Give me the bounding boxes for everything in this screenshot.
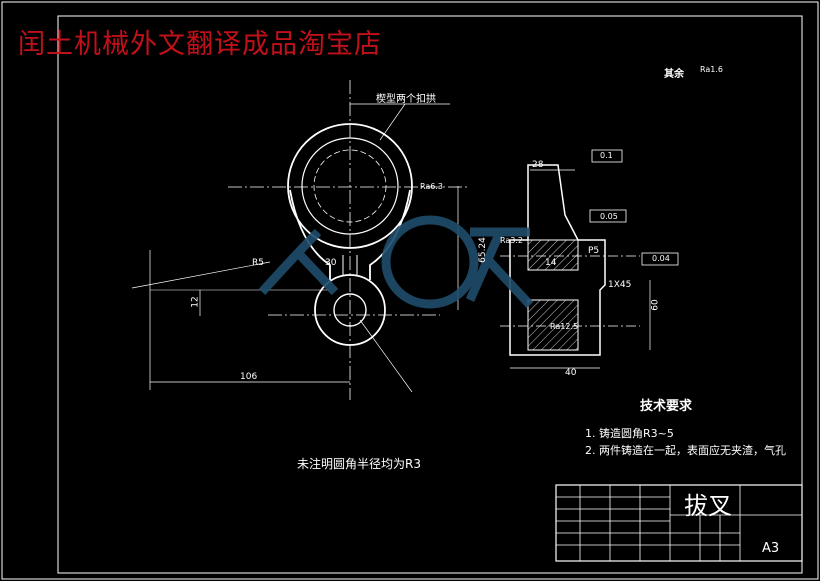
dim-14: 14	[545, 258, 557, 268]
roughness-mark-3: Ra12.5	[550, 322, 579, 331]
dim-106: 106	[240, 372, 258, 382]
tech-requirements-title: 技术要求	[640, 399, 693, 414]
part-name: 拔叉	[684, 492, 732, 520]
roughness-mark-1: Ra6.3	[420, 182, 444, 191]
hub-outer-circle	[314, 274, 386, 346]
drawing-frame	[57, 15, 803, 574]
logo-stroke-3	[465, 227, 534, 309]
tolerance-frame-3	[641, 252, 679, 266]
title-block	[555, 484, 803, 562]
fork-bore-circle	[313, 149, 387, 223]
dim-28: 28	[532, 160, 544, 170]
dim-30: 30	[325, 258, 337, 268]
roughness-mark-2: Ra3.2	[500, 236, 524, 245]
dim-r5: R5	[252, 258, 264, 268]
fork-inner-arc	[301, 137, 399, 235]
dim-60: 60	[650, 299, 661, 311]
tech-requirement-1: 1. 铸造圆角R3~5	[585, 427, 674, 440]
dim-65-24: 65.24	[477, 237, 488, 263]
other-surfaces-label: 其余	[664, 69, 684, 80]
section-outline	[509, 164, 606, 356]
tolerance-frame-1	[591, 149, 623, 163]
front-view	[131, 80, 470, 400]
title-block-frame	[555, 484, 803, 562]
logo-stroke-2	[296, 251, 339, 296]
feature-label: 楔型两个扣拱	[376, 94, 436, 105]
dim-leader-hub	[359, 319, 413, 393]
label-arrow-top	[379, 103, 406, 141]
dim-40: 40	[565, 368, 577, 378]
tolerance-0-1: 0.1	[600, 151, 613, 160]
dim-p5: P5	[588, 246, 600, 256]
watermark-shop-title: 闰土机械外文翻译成品淘宝店	[18, 29, 382, 60]
roughness-mark-4: Ra1.6	[700, 65, 724, 74]
sheet-size: A3	[762, 541, 780, 556]
dim-leader-r5	[131, 261, 271, 289]
logo-ring	[381, 215, 479, 309]
watermark-logo	[258, 215, 534, 309]
hatched-area-upper	[527, 239, 579, 271]
hatched-area-lower	[527, 299, 579, 351]
logo-stroke-1	[258, 228, 322, 296]
tolerance-frame-2	[589, 209, 627, 223]
fork-outer-arc	[287, 123, 413, 249]
tolerance-0-05: 0.05	[600, 212, 618, 221]
section-view	[500, 149, 679, 369]
hub-bore-circle	[333, 293, 367, 327]
fillet-radius-note: 未注明圆角半径均为R3	[297, 457, 421, 471]
tolerance-0-04: 0.04	[652, 254, 670, 263]
tech-requirement-2: 2. 两件铸造在一起，表面应无夹渣，气孔	[585, 444, 786, 457]
dim-12: 12	[190, 296, 201, 308]
dim-chamfer: 1X45	[608, 280, 632, 290]
